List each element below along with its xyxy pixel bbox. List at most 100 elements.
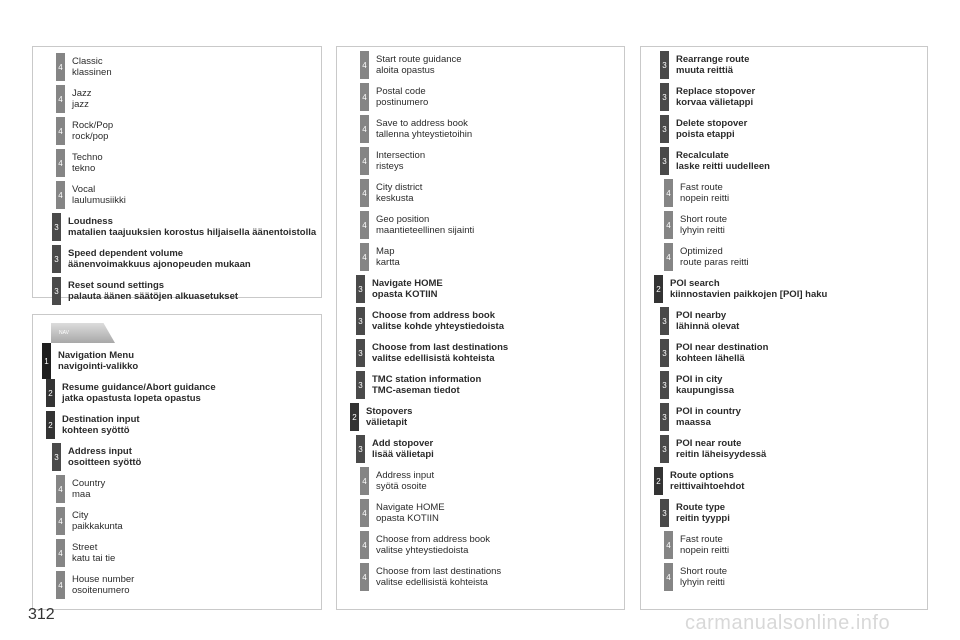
entry-label-en: POI nearby	[676, 310, 727, 321]
entry-label-en: Replace stopover	[676, 86, 756, 97]
level-badge: 4	[664, 211, 673, 239]
entry-label-en: Address input	[376, 470, 435, 481]
entry-label-fi: katu tai tie	[72, 552, 116, 564]
entry-label-en: Fast route	[680, 182, 723, 193]
entry-label-fi: opasta KOTIIN	[372, 288, 438, 300]
level-badge: 4	[664, 243, 673, 271]
level-badge: 3	[356, 307, 365, 335]
level-badge: 4	[56, 571, 65, 599]
entry-label-fi: valitse edellisistä kohteista	[372, 352, 495, 364]
level-badge: 3	[52, 443, 61, 471]
level-badge: 3	[660, 499, 669, 527]
entry-label-fi: route paras reitti	[680, 256, 749, 268]
level-badge: 3	[660, 147, 669, 175]
level-badge: 4	[360, 563, 369, 591]
entry-label-en: Save to address book	[376, 118, 468, 129]
entry-label-en: Rearrange route	[676, 54, 750, 65]
entry-label-en: Classic	[72, 56, 103, 67]
entry-label-fi: jatka opastusta lopeta opastus	[62, 392, 201, 404]
level-badge: 4	[360, 179, 369, 207]
level-badge: 1	[42, 343, 51, 379]
entry-label-en: Navigation Menu	[58, 350, 135, 361]
entry-label-fi: kartta	[376, 256, 400, 268]
entry-label-en: Reset sound settings	[68, 280, 165, 291]
entry-label-fi: valitse yhteystiedoista	[376, 544, 469, 556]
entry-label-fi: maa	[72, 488, 91, 500]
entry-label-en: POI in country	[676, 406, 741, 417]
level-badge: 4	[56, 181, 65, 209]
entry-label-en: Choose from address book	[372, 310, 495, 321]
entry-label-fi: muuta reittiä	[676, 64, 734, 76]
level-badge: 3	[356, 371, 365, 399]
entry-label-en: Techno	[72, 152, 103, 163]
level-badge: 4	[56, 539, 65, 567]
entry-label-en: Resume guidance/Abort guidance	[62, 382, 216, 393]
entry-label-fi: reittivaihtoehdot	[670, 480, 745, 492]
entry-label-en: Postal code	[376, 86, 426, 97]
entry-label-fi: paikkakunta	[72, 520, 123, 532]
level-badge: 4	[56, 117, 65, 145]
entry-label-en: Intersection	[376, 150, 426, 161]
entry-label-en: Stopovers	[366, 406, 413, 417]
entry-label-fi: kohteen lähellä	[676, 352, 745, 364]
entry-label-en: City district	[376, 182, 423, 193]
entry-label-en: Vocal	[72, 184, 96, 195]
level-badge: 4	[664, 563, 673, 591]
entry-label-en: POI near destination	[676, 342, 769, 353]
entry-label-fi: kiinnostavien paikkojen [POI] haku	[670, 288, 828, 300]
entry-label-en: Choose from address book	[376, 534, 491, 545]
entry-label-fi: opasta KOTIIN	[376, 512, 439, 524]
level-badge: 4	[56, 475, 65, 503]
entry-label-en: TMC station information	[372, 374, 482, 385]
entry-label-fi: maassa	[676, 416, 711, 428]
level-badge: 3	[660, 371, 669, 399]
entry-label-en: City	[72, 510, 89, 521]
entry-label-en: Navigate HOME	[372, 278, 443, 289]
entry-label-fi: syötä osoite	[376, 480, 427, 492]
entry-label-en: Geo position	[376, 214, 430, 225]
entry-label-fi: rock/pop	[72, 130, 109, 142]
entry-label-en: Map	[376, 246, 395, 257]
level-badge: 2	[350, 403, 359, 431]
entry-label-fi: äänenvoimakkuus ajonopeuden mukaan	[68, 258, 251, 270]
